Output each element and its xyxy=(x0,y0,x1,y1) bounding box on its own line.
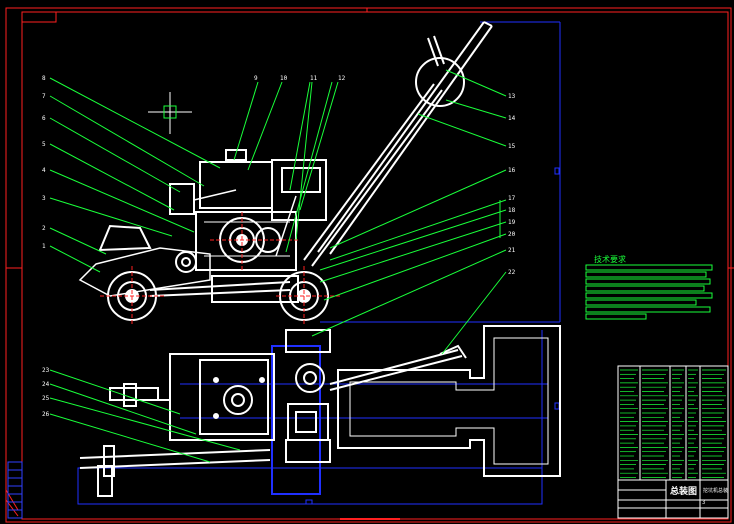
callout-numbers: 8 7 6 5 4 3 2 1 9 10 11 12 13 14 15 16 1… xyxy=(42,75,516,418)
callout-4: 4 xyxy=(42,167,46,174)
tech-requirements: 技术要求 xyxy=(585,254,713,320)
callout-1: 1 xyxy=(42,243,46,250)
leader-lines xyxy=(49,69,507,463)
callout-14: 14 xyxy=(508,115,516,122)
callout-5: 5 xyxy=(42,141,46,148)
callout-3: 3 xyxy=(42,195,46,202)
side-view xyxy=(78,21,493,321)
callout-24: 24 xyxy=(42,381,50,388)
callout-17: 17 xyxy=(508,195,516,202)
crosshair xyxy=(148,92,192,134)
callout-8: 8 xyxy=(42,75,46,82)
callout-20: 20 xyxy=(508,231,516,238)
callout-21: 21 xyxy=(508,247,516,254)
callout-2: 2 xyxy=(42,225,46,232)
callout-22: 22 xyxy=(508,269,516,276)
callout-18: 18 xyxy=(508,207,516,214)
callout-13: 13 xyxy=(508,93,516,100)
callout-12: 12 xyxy=(338,75,346,82)
callout-9: 9 xyxy=(254,75,258,82)
callout-19: 19 xyxy=(508,219,516,226)
callout-15: 15 xyxy=(508,143,516,150)
callout-25: 25 xyxy=(42,395,50,402)
center-marks xyxy=(100,212,340,324)
callout-7: 7 xyxy=(42,93,46,100)
title-block-sub: 挖坑机总装 xyxy=(703,487,728,494)
callout-23: 23 xyxy=(42,367,50,374)
top-view xyxy=(79,325,561,497)
title-block-code: 3 xyxy=(702,500,705,506)
callout-10: 10 xyxy=(280,75,288,82)
outer-border xyxy=(5,7,732,523)
title-block xyxy=(617,365,729,519)
tech-requirements-title: 技术要求 xyxy=(594,254,626,264)
callout-16: 16 xyxy=(508,167,516,174)
callout-11: 11 xyxy=(310,75,318,82)
title-block-name: 总装图 xyxy=(670,485,697,497)
left-bottom-stack xyxy=(7,461,23,519)
callout-26: 26 xyxy=(42,411,50,418)
hidden-lines xyxy=(77,21,561,505)
bom-rows xyxy=(620,369,726,478)
corner-tag xyxy=(21,11,57,23)
callout-6: 6 xyxy=(42,115,46,122)
